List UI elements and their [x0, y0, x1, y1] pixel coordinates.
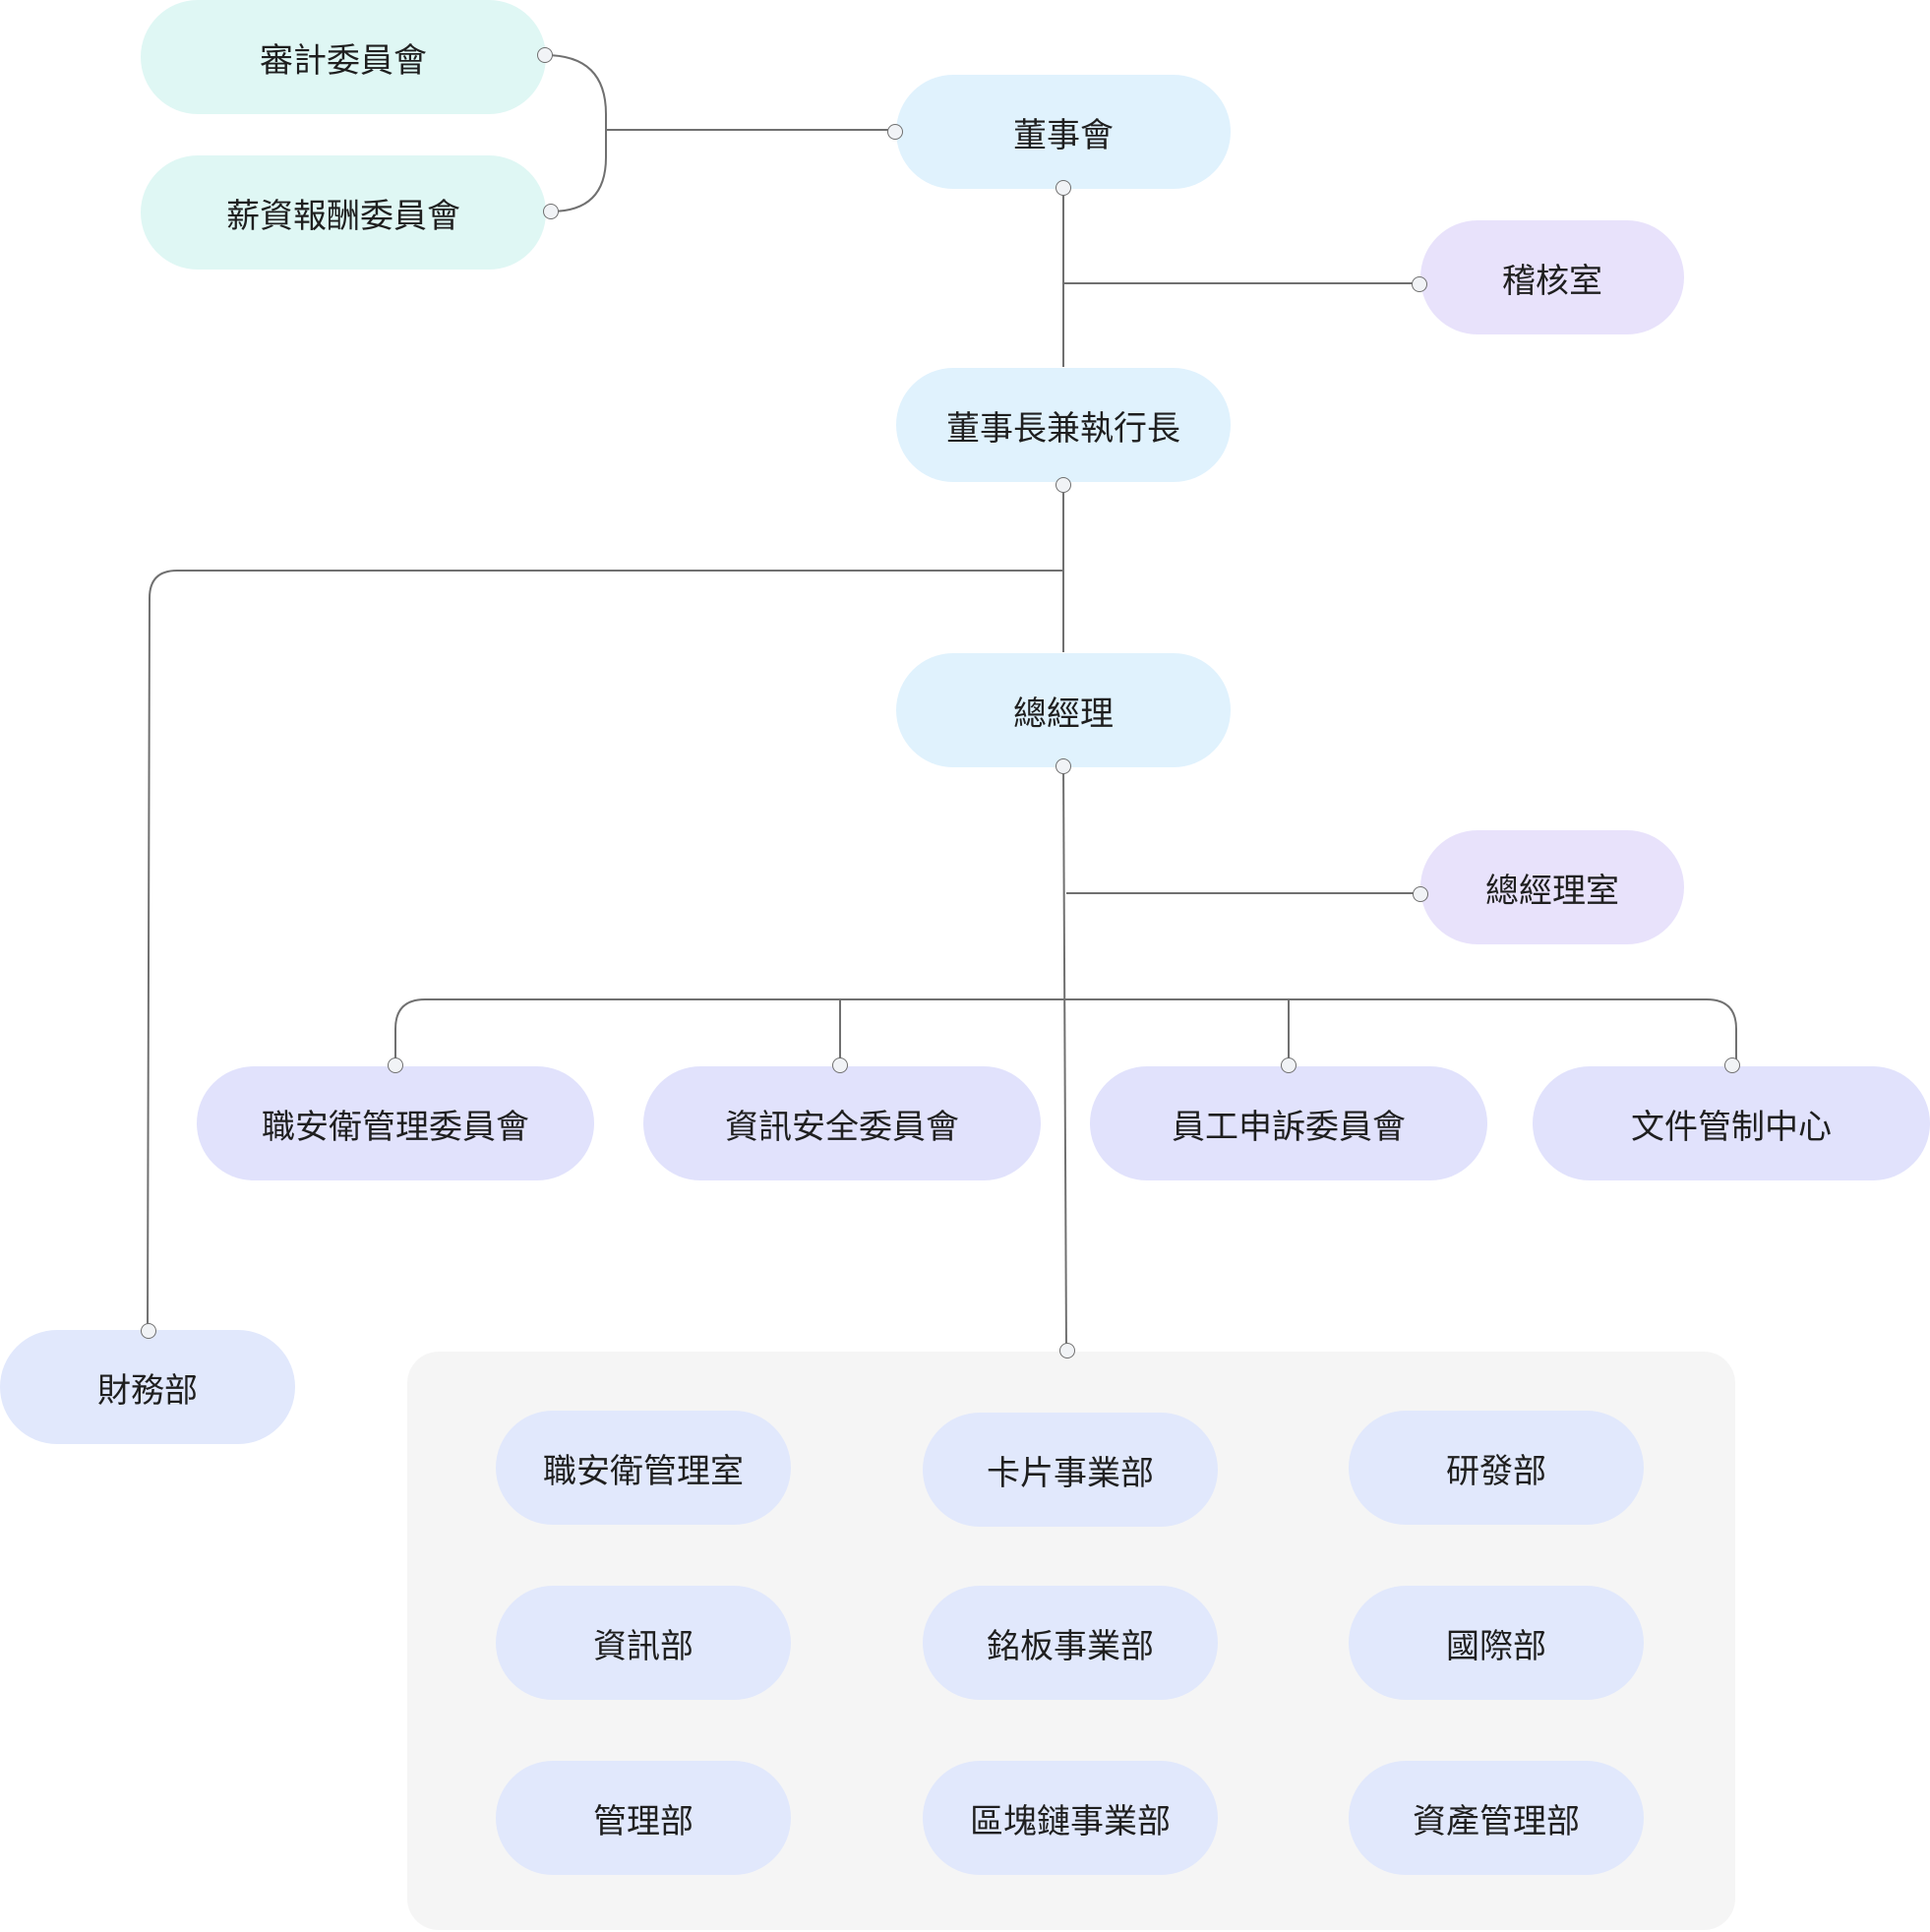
department-label: 國際部 [1446, 1626, 1546, 1666]
grievance-committee-label: 員工申訴委員會 [1172, 1107, 1406, 1147]
finance-department-node[interactable]: 財務部 [0, 1330, 295, 1444]
port-osh-committee [388, 1057, 403, 1073]
board-of-directors-node[interactable]: 董事會 [896, 75, 1231, 189]
audit-committee-node[interactable]: 審計委員會 [141, 0, 546, 114]
port-board-bottom [1055, 180, 1071, 196]
president-office-node[interactable]: 總經理室 [1420, 830, 1684, 944]
department-label: 資訊部 [593, 1626, 694, 1666]
port-audit-office [1412, 276, 1427, 292]
department-node-osh-office[interactable]: 職安衛管理室 [496, 1411, 791, 1525]
port-grievance-committee [1281, 1057, 1297, 1073]
president-office-label: 總經理室 [1485, 871, 1619, 911]
port-board-left [887, 124, 903, 140]
department-label: 資產管理部 [1413, 1801, 1580, 1841]
port-remuneration-committee [543, 204, 559, 219]
department-label: 區塊鏈事業部 [970, 1801, 1171, 1841]
port-president-bottom [1055, 758, 1071, 774]
department-label: 研發部 [1446, 1451, 1546, 1491]
department-node-card-business[interactable]: 卡片事業部 [923, 1413, 1218, 1527]
audit-office-node[interactable]: 稽核室 [1420, 220, 1684, 334]
connector-president-departments [1062, 764, 1067, 1351]
president-label: 總經理 [1013, 694, 1114, 734]
department-node-blockchain-business[interactable]: 區塊鏈事業部 [923, 1761, 1218, 1875]
info-security-committee-label: 資訊安全委員會 [725, 1107, 959, 1147]
audit-committee-label: 審計委員會 [260, 40, 427, 81]
department-label: 管理部 [593, 1801, 694, 1841]
department-node-rd[interactable]: 研發部 [1349, 1411, 1644, 1525]
remuneration-committee-node[interactable]: 薪資報酬委員會 [141, 155, 546, 270]
osh-committee-label: 職安衛管理委員會 [262, 1107, 529, 1147]
remuneration-committee-label: 薪資報酬委員會 [226, 196, 460, 236]
finance-department-label: 財務部 [97, 1370, 198, 1411]
department-label: 職安衛管理室 [543, 1451, 744, 1491]
port-document-control-center [1724, 1057, 1740, 1073]
department-node-asset-management[interactable]: 資產管理部 [1349, 1761, 1644, 1875]
port-chairman-bottom [1055, 477, 1071, 493]
department-node-international[interactable]: 國際部 [1349, 1586, 1644, 1700]
port-departments-panel [1059, 1343, 1075, 1358]
document-control-center-node[interactable]: 文件管制中心 [1533, 1066, 1930, 1180]
port-president-office [1413, 886, 1428, 902]
board-of-directors-label: 董事會 [1013, 115, 1114, 155]
grievance-committee-node[interactable]: 員工申訴委員會 [1090, 1066, 1487, 1180]
port-finance [141, 1323, 156, 1339]
audit-office-label: 稽核室 [1502, 261, 1602, 301]
port-audit-committee [537, 47, 553, 63]
chairman-ceo-label: 董事長兼執行長 [946, 408, 1180, 449]
connector-remuneration-committee [550, 130, 607, 212]
department-label: 銘板事業部 [987, 1626, 1154, 1666]
department-label: 卡片事業部 [987, 1453, 1154, 1493]
department-node-nameplate-business[interactable]: 銘板事業部 [923, 1586, 1218, 1700]
osh-committee-node[interactable]: 職安衛管理委員會 [197, 1066, 594, 1180]
connector-committee-bus [394, 998, 1737, 1065]
department-node-administration[interactable]: 管理部 [496, 1761, 791, 1875]
chairman-ceo-node[interactable]: 董事長兼執行長 [896, 368, 1231, 482]
port-info-security-committee [832, 1057, 848, 1073]
document-control-center-label: 文件管制中心 [1631, 1107, 1832, 1147]
department-node-it[interactable]: 資訊部 [496, 1586, 791, 1700]
president-node[interactable]: 總經理 [896, 653, 1231, 767]
connector-audit-committee [544, 54, 607, 130]
info-security-committee-node[interactable]: 資訊安全委員會 [643, 1066, 1041, 1180]
